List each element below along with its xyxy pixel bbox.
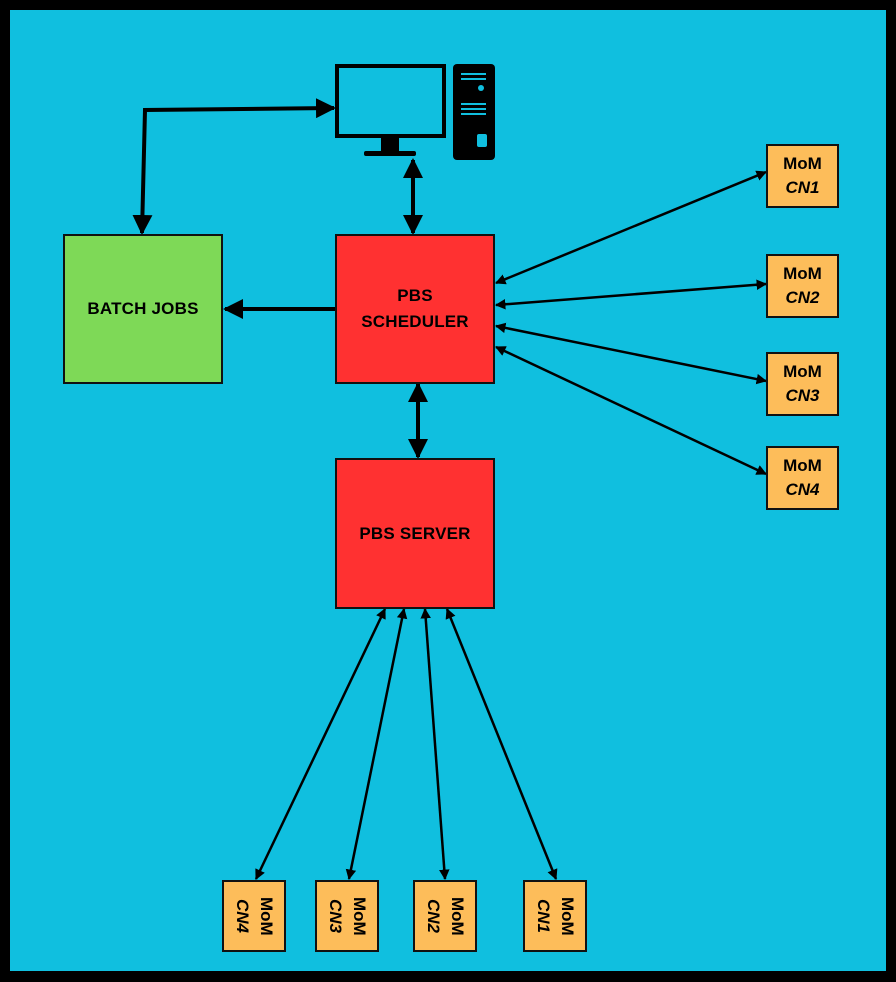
mom-node-right-cn1: MoM CN1 — [766, 144, 839, 208]
mom-title: MoM — [783, 264, 822, 283]
connector-scheduler-cn3 — [494, 322, 768, 385]
connector-scheduler-cn4 — [495, 345, 767, 476]
mom-node-right-cn4: MoM CN4 — [766, 446, 839, 510]
mom-node-right-cn3: MoM CN3 — [766, 352, 839, 416]
pbs-server-label: PBS SERVER — [359, 523, 471, 543]
compute-node-id: CN4 — [233, 898, 252, 933]
mom-title: MoM — [257, 896, 276, 936]
connector-server-bottom-cn3 — [345, 607, 408, 881]
pbs-scheduler-label-line2: SCHEDULER — [361, 312, 469, 331]
mom-title: MoM — [783, 154, 822, 173]
pbs-scheduler-box: PBS SCHEDULER — [335, 234, 495, 384]
connector-server-bottom-cn4 — [254, 608, 387, 880]
connector-server-bottom-cn2 — [420, 607, 450, 881]
mom-node-right-cn2: MoM CN2 — [766, 254, 839, 318]
compute-node-id: CN1 — [785, 178, 820, 197]
connector-scheduler-cn2 — [494, 279, 768, 310]
compute-node-id: CN4 — [785, 480, 820, 499]
batch-jobs-label: BATCH JOBS — [87, 299, 199, 318]
mom-node-bottom-cn1: CN1 MoM — [523, 880, 587, 952]
pbs-scheduler-label-line1: PBS — [397, 286, 433, 305]
pbs-server-box: PBS SERVER — [335, 458, 495, 609]
mom-title: MoM — [350, 896, 369, 936]
connector-workstation-batch — [132, 98, 336, 235]
mom-title: MoM — [558, 896, 577, 936]
compute-node-id: CN2 — [424, 898, 443, 933]
batch-jobs-box: BATCH JOBS — [63, 234, 223, 384]
mom-title: MoM — [448, 896, 467, 936]
mom-title: MoM — [783, 362, 822, 381]
compute-node-id: CN3 — [785, 386, 820, 405]
mom-title: MoM — [783, 456, 822, 475]
mom-node-bottom-cn4: CN4 MoM — [222, 880, 286, 952]
connector-scheduler-cn1 — [495, 170, 767, 285]
computer-workstation-icon — [335, 64, 495, 160]
compute-node-id: CN3 — [326, 898, 345, 933]
mom-node-bottom-cn3: CN3 MoM — [315, 880, 379, 952]
compute-node-id: CN1 — [534, 898, 553, 933]
connector-server-bottom-cn1 — [445, 608, 558, 880]
tower-pc-icon — [453, 64, 495, 160]
mom-node-bottom-cn2: CN2 MoM — [413, 880, 477, 952]
compute-node-id: CN2 — [785, 288, 820, 307]
monitor-icon — [335, 64, 446, 156]
